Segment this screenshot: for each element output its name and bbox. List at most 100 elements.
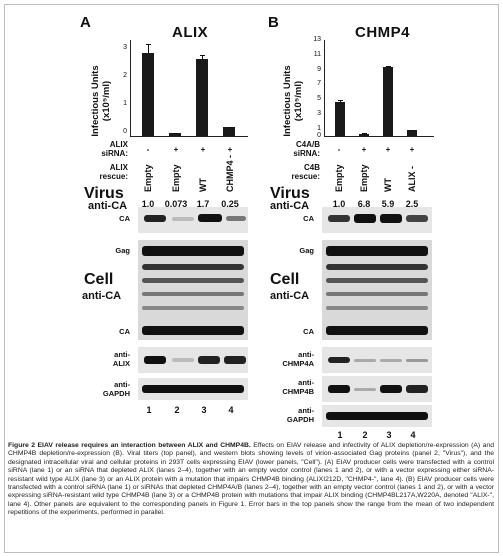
panel-a-sign-4: +	[227, 145, 233, 154]
panel-b-ytick-1: 1	[317, 125, 321, 132]
panel-a-xaxis	[130, 136, 248, 137]
panel-b-lane-4: 4	[410, 430, 416, 440]
panel-a-gapdh-blot	[138, 378, 248, 400]
panel-b-row-sirna-label: siRNA:	[293, 149, 320, 158]
panel-a-row-sirna-label: siRNA:	[101, 149, 128, 158]
panel-a-lane-2: 2	[174, 405, 180, 415]
panel-b-lane-2: 2	[362, 430, 368, 440]
figure-caption: Figure 2 EIAV release requires an intera…	[8, 442, 494, 518]
panel-b-ylabel: Infectious Units (x10⁵/ml)	[278, 60, 308, 140]
panel-a-ylabel: Infectious Units (x10⁵/ml)	[86, 60, 116, 140]
caption-title: Figure 2 EIAV release requires an intera…	[8, 442, 251, 449]
panel-a-quant-2: 0.073	[164, 199, 188, 209]
panel-b-anti-chmp4b-label: anti- CHMP4B	[282, 378, 314, 396]
panel-a-quant-3: 1.7	[196, 199, 210, 209]
panel-a-cell-blot	[138, 240, 248, 340]
error-cap-1	[338, 100, 343, 101]
panel-a-rescue-3: WT	[198, 178, 208, 192]
panel-b-ytick-3: 3	[317, 110, 321, 117]
panel-a-row-alix-label: ALIX	[109, 140, 128, 149]
error-cap-3	[200, 55, 205, 56]
panel-a-quant-4: 0.25	[221, 199, 239, 209]
panel-a-ytick-3: 3	[123, 44, 127, 51]
bar-3	[383, 67, 393, 136]
panel-a-ca-virus-label: CA	[119, 214, 130, 223]
panel-b-sign-2: +	[361, 145, 367, 154]
panel-a-quant-1: 1.0	[141, 199, 155, 209]
panel-b-yaxis	[324, 40, 325, 136]
panel-b-sign-3: +	[385, 145, 391, 154]
panel-b-chmp4a-blot	[322, 347, 432, 373]
panel-a-yaxis	[130, 40, 131, 136]
cell-label-a: Cell	[84, 271, 114, 288]
panel-a-row-rescue-label: rescue:	[99, 172, 128, 181]
panel-b-rescue-4: ALIX -	[407, 166, 417, 192]
panel-a-alix-blot	[138, 347, 248, 373]
panel-a-rescue-2: Empty	[171, 164, 181, 192]
panel-a-sign-2: +	[173, 145, 179, 154]
panel-a-ytick-0: 0	[123, 128, 127, 135]
panel-a-rescue-1: Empty	[143, 164, 153, 192]
panel-b-lane-3: 3	[386, 430, 392, 440]
panel-b-bars	[324, 40, 434, 136]
virus-sub-a: anti-CA	[88, 200, 128, 212]
panel-b-ytick-13: 13	[313, 36, 321, 43]
panel-b-ytick-9: 9	[317, 66, 321, 73]
panel-b-ca-virus-label: CA	[303, 214, 314, 223]
error-cap-4	[410, 130, 415, 131]
panel-b-ytick-0: 0	[317, 132, 321, 139]
panel-a-lane-3: 3	[201, 405, 207, 415]
panel-b-row-c4ab-label: C4A/B	[295, 140, 320, 149]
bar-4	[407, 130, 417, 136]
panel-b-lane-1: 1	[337, 430, 343, 440]
bar-2	[169, 133, 181, 136]
panel-a-title: ALIX	[172, 24, 209, 41]
panel-b-anti-gapdh-label: anti- GAPDH	[286, 406, 314, 424]
caption-body: Effects on EIAV release and infectivity …	[8, 442, 494, 517]
panel-a-rescue-4: CHMP4 -	[225, 154, 235, 192]
panel-b-row-rescue: C4B rescue:	[276, 163, 320, 181]
panel-a-ytick-2: 2	[123, 72, 127, 79]
panel-a-row-rescue: ALIX rescue:	[84, 163, 128, 181]
error-cap-1	[146, 44, 151, 45]
panel-b-row-c4ab: C4A/B siRNA:	[276, 140, 320, 158]
panel-a-anti-alix-label: anti- ALIX	[112, 350, 130, 368]
panel-a-sign-3: +	[200, 145, 206, 154]
panel-a-bars	[130, 40, 248, 136]
panel-a-ytick-1: 1	[123, 100, 127, 107]
error-bar-3	[202, 55, 203, 59]
panel-b-chmp4b-blot	[322, 376, 432, 402]
error-bar-1	[148, 44, 149, 53]
panel-b-sign-4: +	[409, 145, 415, 154]
panel-b-rescue-1: Empty	[334, 164, 344, 192]
panel-a-row-alix2-label: ALIX	[109, 163, 128, 172]
virus-label-b: Virus	[270, 185, 310, 202]
panel-b-ca-cell-label: CA	[303, 327, 314, 336]
panel-a-ylabel-line1: Infectious Units	[90, 65, 101, 137]
panel-b-ytick-11: 11	[313, 51, 321, 58]
error-cap-2	[173, 133, 178, 134]
panel-b-sign-1: -	[337, 145, 341, 154]
panel-b-quant-2: 6.8	[357, 199, 371, 209]
panel-b-rescue-2: Empty	[359, 164, 369, 192]
error-bar-1	[340, 100, 341, 102]
panel-b-title: CHMP4	[355, 24, 411, 41]
cell-sub-a: anti-CA	[82, 290, 122, 302]
panel-a-lane-4: 4	[228, 405, 234, 415]
panel-a-letter: A	[80, 14, 91, 31]
panel-b-ylabel-line2: (x10⁵/ml)	[293, 80, 304, 122]
cell-label-b: Cell	[270, 271, 300, 288]
panel-a-row-alix: ALIX siRNA:	[84, 140, 128, 158]
panel-b-xaxis	[324, 136, 434, 137]
cell-sub-b: anti-CA	[270, 290, 310, 302]
error-cap-3	[386, 66, 391, 67]
panel-b-row-c4b-label: C4B	[303, 163, 320, 172]
panel-b-row-rescue-label: rescue:	[291, 172, 320, 181]
panel-a-ca-cell-label: CA	[119, 327, 130, 336]
panel-b-quant-4: 2.5	[405, 199, 419, 209]
panel-b-rescue-3: WT	[383, 178, 393, 192]
panel-a-ylabel-line2: (x10⁵/ml)	[101, 80, 112, 122]
error-cap-2	[362, 133, 367, 134]
panel-b-ytick-7: 7	[317, 80, 321, 87]
